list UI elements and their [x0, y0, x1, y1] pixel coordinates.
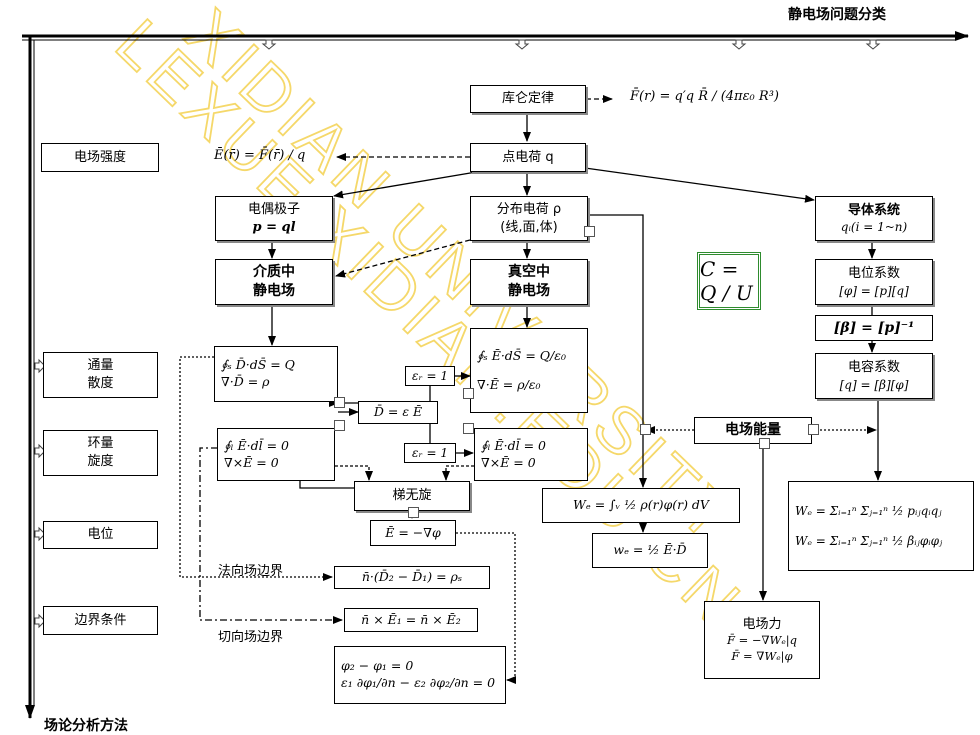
- we-integral-box: Wₑ = ∫ᵥ ½ ρ(r)φ(r) dV: [542, 488, 740, 523]
- tangent-bc-box: n̄ × Ē₁ = n̄ × Ē₂: [344, 608, 478, 632]
- force-line-2: F̄ = ∇Wₑ|φ: [731, 648, 793, 663]
- we-sum-line-2: Wₑ = Σᵢ₌₁ⁿ Σⱼ₌₁ⁿ ½ βᵢⱼφᵢφⱼ: [795, 534, 943, 548]
- curl-1a: ∮ₗ Ē·dl̄ = 0: [224, 437, 289, 453]
- irrotational-box: 梯无旋: [354, 481, 470, 511]
- dipole-box: 电偶极子 p = ql: [215, 196, 333, 241]
- pot-bc-line-2: ε₁ ∂φ₁/∂n − ε₂ ∂φ₂/∂n = 0: [341, 675, 496, 690]
- capacitance-formula: C = Q / U: [697, 252, 761, 310]
- gauss-d-line-2: ∇·D̄ = ρ: [221, 374, 270, 389]
- vacuum-field-box: 真空中 静电场: [470, 259, 588, 305]
- gauss-e-line-1: ∮ₛ Ē·dS̄ = Q/ε₀: [477, 347, 566, 363]
- vacuum-line-1: 真空中: [508, 264, 550, 281]
- link-square: [759, 438, 770, 449]
- electric-force-box: 电场力 F̄ = −∇Wₑ|q F̄ = ∇Wₑ|φ: [704, 601, 820, 679]
- force-line-1: F̄ = −∇Wₑ|q: [726, 633, 798, 648]
- coulomb-formula: F̄(r) = q′q R̄ / (4πε₀ R³): [630, 89, 779, 104]
- curl-box-dielectric: ∮ₗ Ē·dl̄ = 0 ∇×Ē = 0: [217, 428, 335, 481]
- gauss-d-line-1: ∮ₛ D̄·dS̄ = Q: [221, 357, 295, 373]
- pot-bc-line-1: φ₂ − φ₁ = 0: [341, 658, 414, 674]
- capacitance-coef-formula: [q] = [β][φ]: [839, 377, 909, 392]
- distributed-sub: (线,面,体): [500, 219, 558, 235]
- header-title: 静电场问题分类: [788, 7, 886, 23]
- normal-bc-label: 法向场边界: [218, 564, 284, 579]
- potential-coef-title: 电位系数: [847, 266, 900, 282]
- curl-1b: ∇×Ē = 0: [224, 454, 279, 470]
- capacitance-coef-title: 电容系数: [847, 360, 900, 376]
- potential-bc-box: φ₂ − φ₁ = 0 ε₁ ∂φ₁/∂n − ε₂ ∂φ₂/∂n = 0: [334, 646, 506, 704]
- conductor-system-box: 导体系统 qᵢ(i = 1~n): [815, 196, 933, 241]
- link-square: [640, 424, 651, 435]
- gauss-d-box: ∮ₛ D̄·dS̄ = Q ∇·D̄ = ρ: [214, 346, 338, 402]
- potential-coef-formula: [φ] = [p][q]: [839, 283, 909, 298]
- grad-potential-box: Ē = −∇φ: [370, 520, 456, 546]
- dielectric-field-box: 介质中 静电场: [215, 259, 333, 305]
- category-circulation-curl: 环量 旋度: [43, 430, 158, 476]
- field-energy-box: 电场能量: [694, 417, 812, 444]
- conductor-title: 导体系统: [847, 202, 900, 218]
- curl-2b: ∇×Ē = 0: [481, 454, 536, 470]
- link-square: [408, 507, 419, 518]
- link-square: [463, 423, 474, 434]
- normal-bc-box: n̄·(D̄₂ − D̄₁) = ρₛ: [334, 566, 490, 589]
- dipole-title: 电偶极子: [247, 201, 300, 217]
- dielectric-line-1: 介质中: [253, 264, 295, 281]
- distributed-charge-box: 分布电荷 ρ (线,面,体): [470, 196, 588, 241]
- category-potential: 电位: [43, 521, 158, 549]
- tangent-bc-label: 切向场边界: [218, 630, 284, 645]
- category-flux-divergence: 通量 散度: [43, 352, 158, 398]
- curl-box-vacuum: ∮ₗ Ē·dl̄ = 0 ∇×Ē = 0: [474, 428, 588, 481]
- we-sum-line-1: Wₑ = Σᵢ₌₁ⁿ Σⱼ₌₁ⁿ ½ pᵢⱼqᵢqⱼ: [795, 503, 942, 518]
- link-square: [334, 420, 345, 431]
- footer-title: 场论分析方法: [44, 718, 128, 734]
- d-eq-eps-e-box: D̄ = ε Ē: [358, 401, 438, 424]
- eps-r-top-box: εᵣ = 1: [405, 366, 455, 386]
- category-electric-field: 电场强度: [41, 143, 159, 172]
- link-square: [463, 388, 474, 399]
- gauss-e-box: ∮ₛ Ē·dS̄ = Q/ε₀ ∇·Ē = ρ/ε₀: [470, 328, 588, 413]
- link-square: [584, 226, 595, 237]
- beta-formula-box: [β] = [p]⁻¹: [815, 315, 933, 341]
- electric-field-formula: Ē(r̄) = F̄(r̄) / q: [214, 148, 306, 163]
- gauss-e-line-2: ∇·Ē = ρ/ε₀: [477, 376, 541, 392]
- potential-coefficient-box: 电位系数 [φ] = [p][q]: [815, 259, 933, 305]
- force-title: 电场力: [742, 616, 782, 632]
- dielectric-line-2: 静电场: [253, 283, 295, 299]
- point-charge-box: 点电荷 q: [470, 143, 586, 172]
- category-boundary-conditions: 边界条件: [43, 606, 158, 635]
- link-square: [808, 424, 819, 435]
- eps-r-bottom-box: εᵣ = 1: [404, 443, 456, 463]
- capacitance-coefficient-box: 电容系数 [q] = [β][φ]: [815, 353, 933, 399]
- coulomb-law-box: 库仑定律: [470, 85, 586, 113]
- link-square: [334, 397, 345, 408]
- vacuum-line-2: 静电场: [508, 283, 550, 299]
- we-sum-box: Wₑ = Σᵢ₌₁ⁿ Σⱼ₌₁ⁿ ½ pᵢⱼqᵢqⱼ Wₑ = Σᵢ₌₁ⁿ Σⱼ…: [788, 481, 974, 571]
- conductor-sub: qᵢ(i = 1~n): [840, 220, 908, 235]
- we-density-box: wₑ = ½ Ē·D̄: [592, 533, 708, 568]
- curl-2a: ∮ₗ Ē·dl̄ = 0: [481, 437, 546, 453]
- dipole-formula: p = ql: [252, 219, 296, 235]
- distributed-title: 分布电荷 ρ: [496, 201, 562, 217]
